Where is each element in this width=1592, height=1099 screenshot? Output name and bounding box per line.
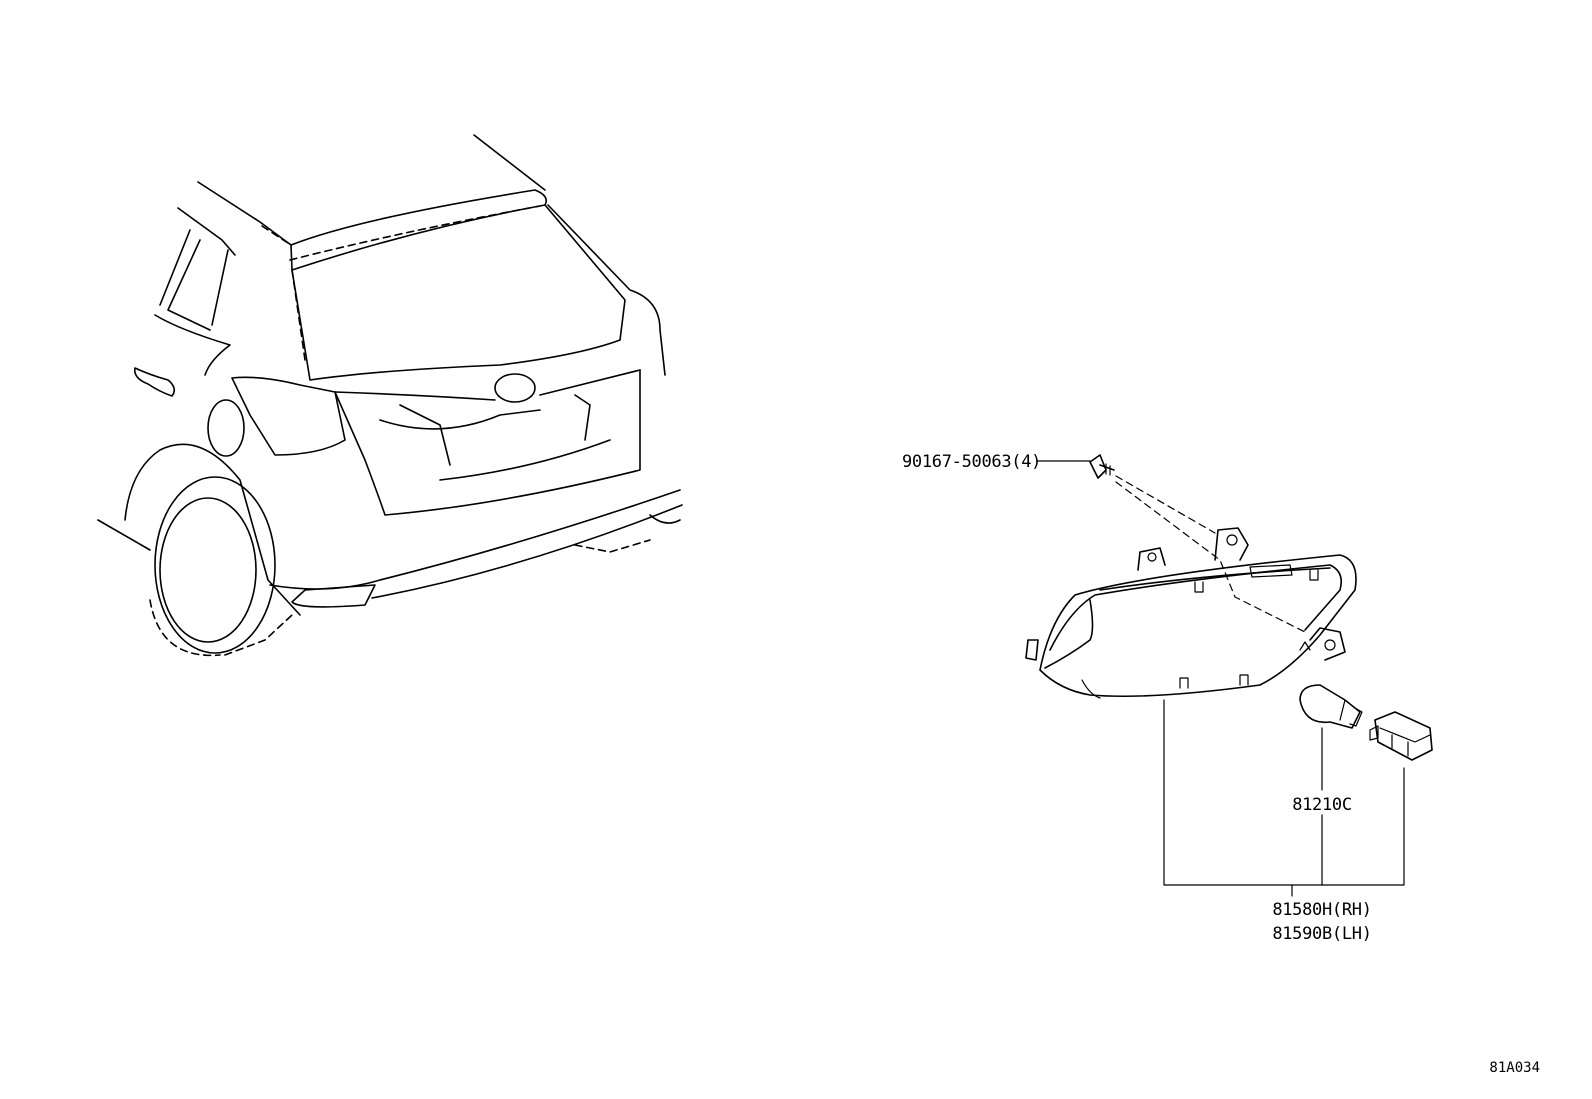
part-bracket-lines [1163,699,1405,897]
figure-code: 81A034 [1489,1060,1540,1076]
vehicle-rear-illustration [97,134,683,657]
bulb-part[interactable] [1299,684,1363,729]
reflex-lamp-assembly[interactable] [1025,527,1357,699]
screw-part[interactable] [1089,454,1115,479]
bulb-part-number[interactable]: 81210C [1292,795,1352,815]
lamp-assy-lh-part-number[interactable]: 81590B(LH) [1272,924,1372,944]
screw-assembly-dashed-line [1115,475,1306,633]
screw-part-number[interactable]: 90167-50063(4) [902,452,1041,472]
lamp-assy-rh-part-number[interactable]: 81580H(RH) [1272,900,1372,920]
socket-part[interactable] [1369,711,1433,761]
